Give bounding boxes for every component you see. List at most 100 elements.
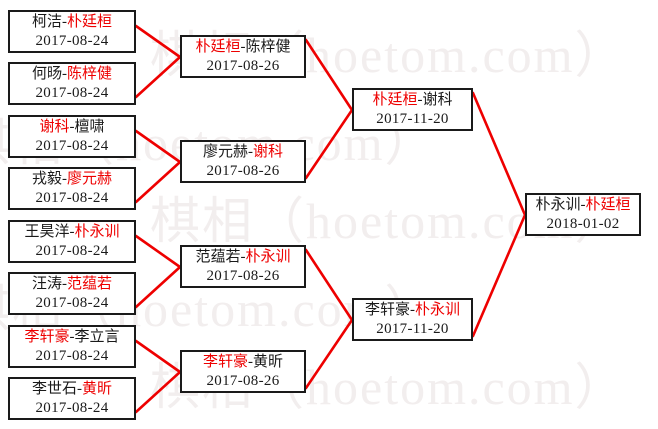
match-date: 2017-08-24 <box>35 189 109 206</box>
match-pairing: 李轩豪-李立言 <box>24 328 119 347</box>
vs-dash: - <box>62 170 67 187</box>
link-r2m3-r3m1 <box>304 318 354 390</box>
match-box[interactable]: 李轩豪-朴永训 2017-11-20 <box>352 298 473 341</box>
match-box[interactable]: 廖元赫-谢科 2017-08-26 <box>180 140 306 183</box>
match-box[interactable]: 朴廷桓-陈梓健 2017-08-26 <box>180 35 306 78</box>
match-box[interactable]: 李轩豪-李立言 2017-08-24 <box>8 325 136 368</box>
vs-dash: - <box>248 353 253 370</box>
match-pairing: 朴永训-朴廷桓 <box>535 196 630 215</box>
player-right: 黄昕 <box>253 353 284 370</box>
match-date: 2017-08-24 <box>35 399 109 416</box>
vs-dash: - <box>62 275 67 292</box>
match-date: 2017-08-24 <box>35 242 109 259</box>
player-left: 李轩豪 <box>24 328 70 345</box>
player-right: 陈梓健 <box>67 65 113 82</box>
match-date: 2017-08-24 <box>35 84 109 101</box>
player-right: 范蕴若 <box>67 275 113 292</box>
match-pairing: 王昊洋-朴永训 <box>24 223 119 242</box>
match-date: 2017-08-24 <box>35 137 109 154</box>
player-left: 柯洁 <box>31 13 62 30</box>
match-box[interactable]: 柯洁-朴廷桓 2017-08-24 <box>8 10 136 53</box>
link-r1m4-r2m2 <box>134 234 182 269</box>
player-right: 廖元赫 <box>67 170 113 187</box>
match-box[interactable]: 戎毅-廖元赫 2017-08-24 <box>8 167 136 210</box>
vs-dash: - <box>410 301 415 318</box>
match-date: 2017-08-26 <box>206 372 280 389</box>
player-left: 谢科 <box>39 118 70 135</box>
link-r1m2-r2m1 <box>134 129 182 164</box>
link-r2m2-r3m1 <box>304 248 354 322</box>
link-r1m3-r2m1 <box>134 160 182 204</box>
player-left: 朴廷桓 <box>195 38 241 55</box>
player-left: 廖元赫 <box>202 143 248 160</box>
player-left: 李世石 <box>31 380 77 397</box>
vs-dash: - <box>77 380 82 397</box>
player-left: 汪涛 <box>31 275 62 292</box>
link-r1m7-r2m3 <box>134 370 182 414</box>
match-box[interactable]: 李轩豪-黄昕 2017-08-26 <box>180 350 306 393</box>
match-pairing: 戎毅-廖元赫 <box>32 170 112 189</box>
link-r3m0-final <box>471 91 527 217</box>
vs-dash: - <box>69 223 75 240</box>
match-box[interactable]: 朴廷桓-谢科 2017-11-20 <box>352 88 473 131</box>
match-pairing: 廖元赫-谢科 <box>203 143 283 162</box>
player-left: 李轩豪 <box>202 353 248 370</box>
player-right: 谢科 <box>422 91 453 108</box>
match-box[interactable]: 王昊洋-朴永训 2017-08-24 <box>8 220 136 263</box>
match-box[interactable]: 范蕴若-朴永训 2017-08-26 <box>180 245 306 288</box>
match-date: 2017-08-24 <box>35 32 109 49</box>
match-pairing: 范蕴若-朴永训 <box>195 248 290 267</box>
link-r3m1-final <box>471 213 527 338</box>
match-date: 2017-11-20 <box>376 320 449 337</box>
match-pairing: 何旸-陈梓健 <box>32 65 112 84</box>
match-box[interactable]: 谢科-檀啸 2017-08-24 <box>8 115 136 158</box>
match-pairing: 汪涛-范蕴若 <box>32 275 112 294</box>
link-r1m1-r2m0 <box>134 55 182 99</box>
vs-dash: - <box>62 65 67 82</box>
player-right: 陈梓健 <box>245 38 291 55</box>
player-right: 朴廷桓 <box>67 13 113 30</box>
match-box[interactable]: 李世石-黄昕 2017-08-24 <box>8 377 136 420</box>
player-right: 黄昕 <box>82 380 113 397</box>
player-left: 朴廷桓 <box>372 91 418 108</box>
link-r1m6-r2m3 <box>134 339 182 374</box>
player-right: 檀啸 <box>74 118 105 135</box>
player-right: 朴永训 <box>74 223 120 240</box>
vs-dash: - <box>62 13 67 30</box>
player-left: 朴永训 <box>535 196 581 213</box>
vs-dash: - <box>69 328 75 345</box>
match-box[interactable]: 何旸-陈梓健 2017-08-24 <box>8 62 136 105</box>
vs-dash: - <box>248 143 253 160</box>
match-date: 2017-11-20 <box>376 110 449 127</box>
match-box[interactable]: 汪涛-范蕴若 2017-08-24 <box>8 272 136 315</box>
vs-dash: - <box>417 91 423 108</box>
match-date: 2017-08-24 <box>35 347 109 364</box>
match-date: 2017-08-26 <box>206 267 280 284</box>
player-left: 范蕴若 <box>195 248 241 265</box>
match-date: 2017-08-26 <box>206 162 280 179</box>
vs-dash: - <box>240 248 246 265</box>
vs-dash: - <box>580 196 586 213</box>
match-pairing: 朴廷桓-陈梓健 <box>195 38 290 57</box>
match-pairing: 李轩豪-黄昕 <box>203 353 283 372</box>
match-pairing: 柯洁-朴廷桓 <box>32 13 112 32</box>
match-pairing: 李轩豪-朴永训 <box>365 301 460 320</box>
player-right: 谢科 <box>253 143 284 160</box>
vs-dash: - <box>240 38 246 55</box>
vs-dash: - <box>69 118 75 135</box>
match-box-final[interactable]: 朴永训-朴廷桓 2018-01-02 <box>525 193 641 236</box>
link-r2m1-r3m0 <box>304 108 354 180</box>
link-r1m5-r2m2 <box>134 265 182 309</box>
match-date: 2017-08-26 <box>206 57 280 74</box>
player-left: 戎毅 <box>31 170 62 187</box>
player-right: 朴永训 <box>415 301 461 318</box>
match-pairing: 谢科-檀啸 <box>39 118 104 137</box>
match-pairing: 朴廷桓-谢科 <box>372 91 452 110</box>
match-date: 2017-08-24 <box>35 294 109 311</box>
player-left: 王昊洋 <box>24 223 70 240</box>
match-pairing: 李世石-黄昕 <box>32 380 112 399</box>
player-right: 李立言 <box>74 328 120 345</box>
player-left: 何旸 <box>31 65 62 82</box>
link-r1m0-r2m0 <box>134 24 182 59</box>
